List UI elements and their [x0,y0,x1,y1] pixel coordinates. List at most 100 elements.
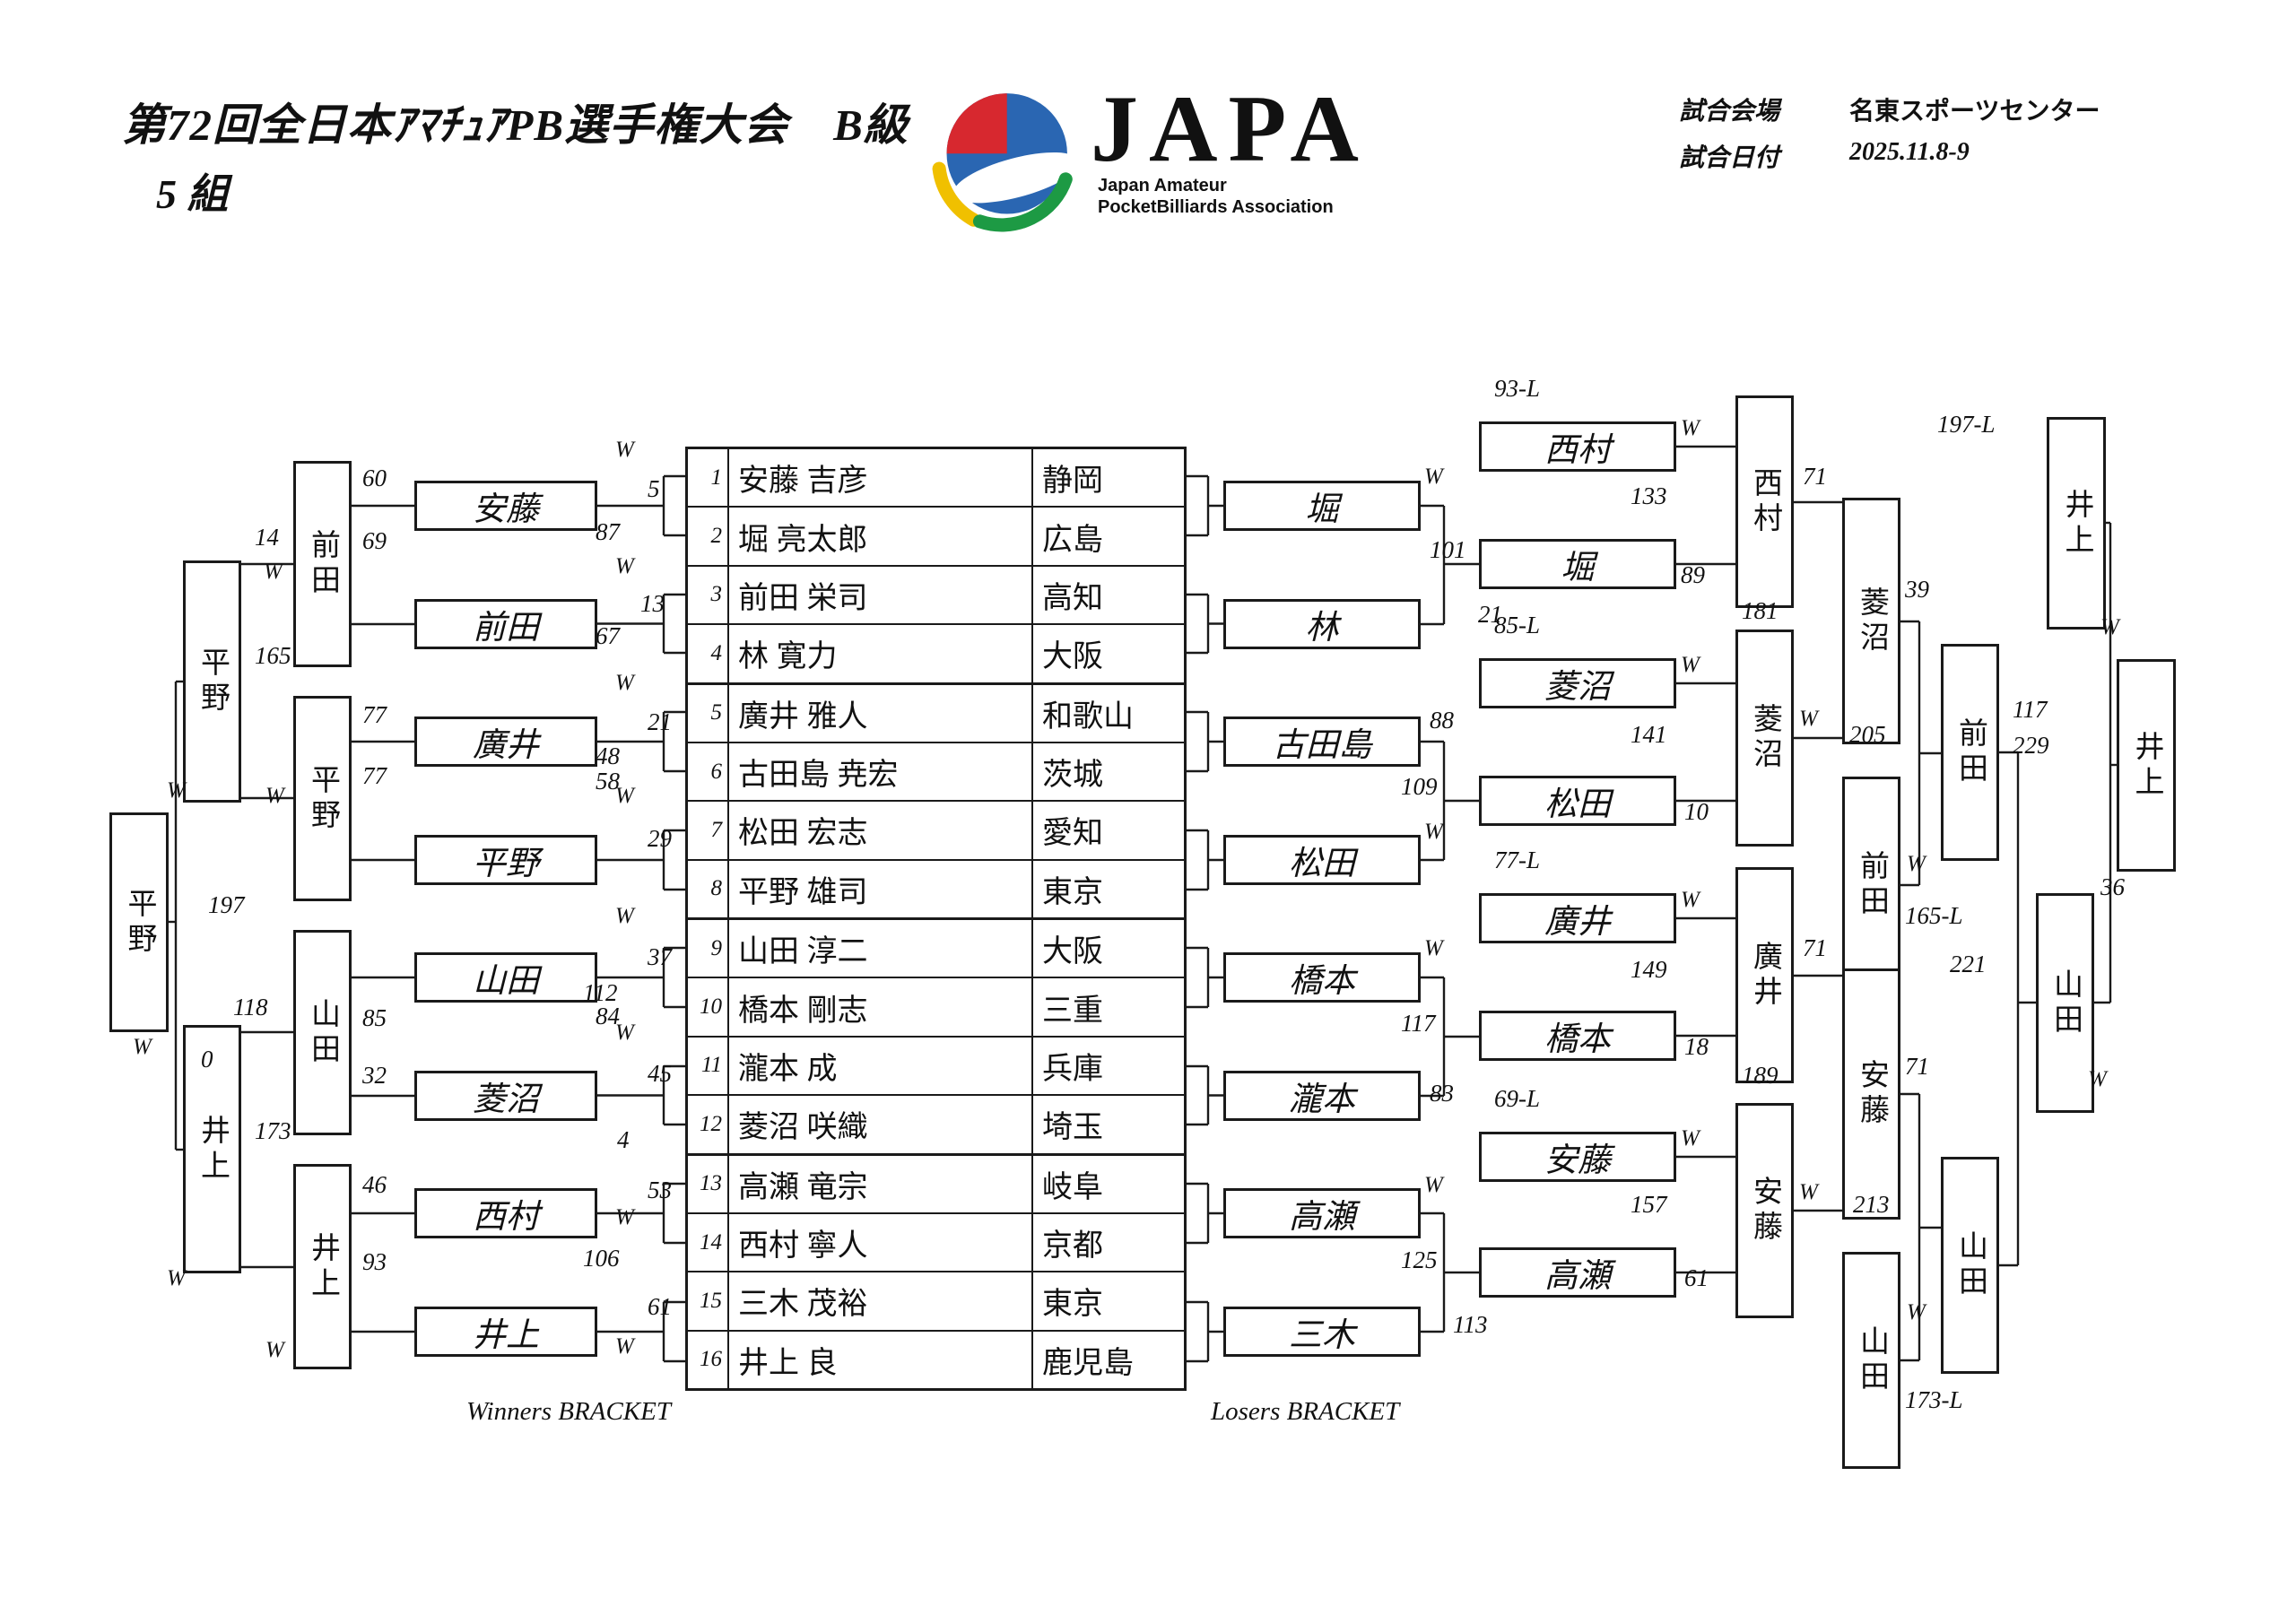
player-number: 1 [688,449,729,507]
bracket-annotation: 53 [648,1177,672,1203]
player-prefecture: 静岡 [1042,465,1103,499]
player-number: 4 [688,625,729,682]
bracket-box-wb-sf-inoue: 井上 [183,1025,241,1273]
bracket-annotation: 149 [1631,956,1667,983]
player-name: 松田 宏志 [729,802,1033,859]
bracket-box-wb-final-hirano: 平野 [109,812,169,1032]
player-prefecture: 埼玉 [1042,1111,1103,1145]
player-name: 菱沼 咲織 [729,1096,1033,1153]
bracket-annotation: 60 [362,465,387,491]
winner-mark: W [615,671,634,695]
bracket-box-lb4-maeda: 前田 [1842,777,1900,993]
player-name: 瀧本 成 [729,1037,1033,1095]
japa-logo-subtitle-line1: Japan Amateur [1098,175,1227,195]
player-prefecture: 高知 [1042,581,1103,615]
winner-mark: W [615,784,634,808]
player-name: 前田 栄司 [729,566,1033,624]
winner-mark: W [1907,852,1926,876]
bracket-box-lb-drop-inoue: 井上 [2047,417,2106,630]
player-number: 12 [688,1096,729,1153]
player-prefecture: 愛知 [1042,817,1103,851]
japa-logo-wordmark: JAPA [1091,76,1370,181]
player-name: 橋本 剛志 [729,978,1033,1036]
bracket-annotation: 45 [648,1060,672,1087]
bracket-annotation: 5 [648,475,660,502]
player-number: 8 [688,860,729,917]
bracket-annotation: 173 [255,1117,291,1144]
player-prefecture: 大阪 [1042,935,1103,969]
bracket-box-lb1-kotajima: 古田島 [1223,716,1421,767]
bracket-annotation: 36 [2100,873,2125,900]
player-prefecture: 広島 [1042,523,1103,557]
player-prefecture: 岐阜 [1042,1170,1103,1204]
winner-mark: W [1799,1180,1818,1204]
bracket-box-lb4-yamada: 山田 [1842,1252,1900,1469]
winner-mark: W [265,784,284,808]
player-number: 5 [688,684,729,742]
bracket-annotation: 46 [362,1171,387,1198]
losers-bracket-label: Losers BRACKET [1211,1397,1400,1426]
bracket-annotation: 4 [617,1126,630,1153]
bracket-annotation: 69-L [1494,1085,1541,1112]
player-number: 15 [688,1272,729,1330]
winner-mark: W [1681,1126,1700,1151]
winner-mark: W [1424,936,1443,960]
bracket-box-lb2-ando: 安藤 [1479,1132,1676,1182]
bracket-annotation: 48 [596,743,620,769]
winner-mark: W [2100,615,2119,639]
bracket-annotation: 71 [1905,1053,1929,1080]
bracket-box-wb2-hirano: 平野 [293,696,352,901]
bracket-annotation: 173-L [1905,1386,1963,1413]
bracket-annotation: 165 [255,642,291,669]
winner-mark: W [615,554,634,578]
page-title: 第72回全日本ｱﾏﾁｭｱPB選手権大会 B級 [122,100,909,150]
bracket-box-lb1-takase: 高瀬 [1223,1188,1421,1238]
bracket-annotation: 71 [1803,934,1827,961]
bracket-annotation: 77 [362,701,387,728]
bracket-annotation: 29 [648,825,672,852]
bracket-box-lb2-hiroi: 廣井 [1479,893,1676,943]
player-number: 6 [688,743,729,801]
bracket-box-lb1-hayashi: 林 [1223,599,1421,649]
player-name: 西村 寧人 [729,1213,1033,1272]
bracket-annotation: 13 [640,590,665,617]
winner-mark: W [1424,820,1443,844]
bracket-box-wb1-yamada: 山田 [414,952,597,1003]
bracket-box-wb2-inoue: 井上 [293,1164,352,1369]
bracket-annotation: 165-L [1905,902,1963,929]
player-number: 10 [688,978,729,1036]
bracket-box-lb5-maeda: 前田 [1941,644,1999,861]
bracket-box-lb1-miki: 三木 [1223,1307,1421,1357]
bracket-annotation: 21 [1478,601,1502,628]
venue-label: 試合会場 [1679,98,1780,126]
bracket-annotation: 58 [596,768,620,795]
bracket-annotation: 0 [201,1046,213,1073]
date-value: 2025.11.8-9 [1849,138,1970,166]
bracket-annotation: 118 [233,994,268,1020]
bracket-annotation: 61 [1684,1264,1709,1291]
winner-mark: W [264,560,283,584]
player-prefecture: 兵庫 [1042,1052,1103,1086]
winner-mark: W [615,1334,634,1359]
bracket-box-lb6-yamada: 山田 [2036,893,2094,1113]
bracket-annotation: 93-L [1494,375,1541,402]
bracket-annotation: 93 [362,1248,387,1275]
winner-mark: W [1424,465,1443,489]
bracket-box-wb1-hishinuma: 菱沼 [414,1071,597,1121]
bracket-box-lb1-hori: 堀 [1223,481,1421,531]
bracket-annotation: 88 [1430,707,1454,734]
player-prefecture: 茨城 [1042,759,1103,793]
bracket-box-lb3-ando: 安藤 [1735,1103,1794,1318]
